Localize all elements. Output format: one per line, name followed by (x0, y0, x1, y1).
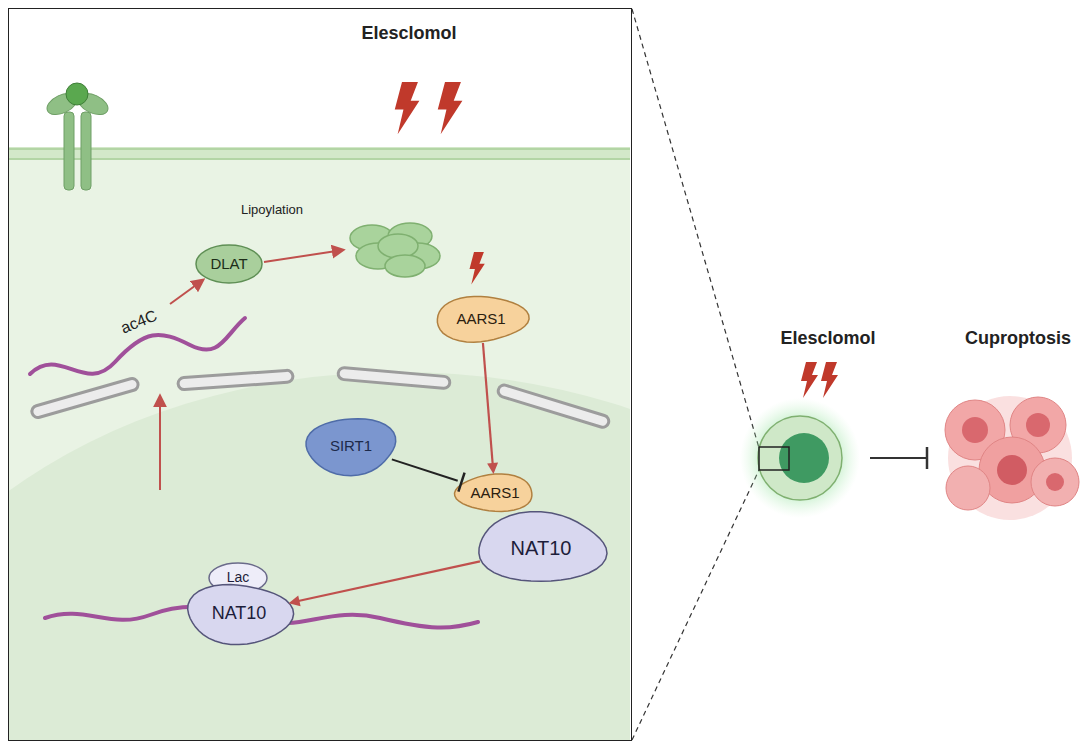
inhibition-line (870, 447, 927, 469)
panel-title: Elesclomol (361, 23, 456, 44)
protein-ellipse: DLAT (195, 244, 263, 284)
protein-blob: NAT10 (186, 583, 292, 645)
node-text: SIRT1 (330, 438, 372, 455)
outcome-label: Cuproptosis (965, 328, 1071, 349)
drug-label: Elesclomol (780, 328, 875, 349)
node-text: DLAT (210, 256, 247, 273)
drug-bolts (395, 82, 838, 398)
cell (740, 398, 860, 518)
node-text: Lac (227, 570, 250, 585)
protein-blob: AARS1 (454, 474, 536, 512)
node-text: AARS1 (470, 485, 519, 502)
dead-cells (945, 396, 1079, 520)
receptor (44, 83, 112, 190)
node-label: Lac (227, 570, 250, 585)
node-text: AARS1 (456, 311, 505, 328)
node-label: NAT10 (212, 604, 267, 624)
node-text: NAT10 (212, 604, 267, 624)
process-label: Lipoylation (241, 202, 303, 217)
protein-blob: AARS1 (435, 295, 527, 343)
cell-panel: ElesclomolDLATAARS1SIRT1AARS1NAT10LacNAT… (8, 8, 632, 741)
node-label: SIRT1 (330, 438, 372, 455)
protein-blob: SIRT1 (305, 417, 397, 475)
modification-label: ac4C (118, 307, 159, 338)
protein-blob: NAT10 (475, 513, 607, 583)
node-label: NAT10 (511, 537, 572, 559)
arrow-connector (483, 343, 498, 474)
arrow-connector (289, 561, 480, 606)
node-label: AARS1 (456, 311, 505, 328)
node-text: NAT10 (511, 537, 572, 559)
inhibition-connector (392, 459, 465, 491)
zoom-callout (632, 9, 759, 740)
cell-interior (9, 147, 630, 740)
nuclear-envelope (30, 367, 610, 429)
node-label: AARS1 (470, 485, 519, 502)
node-label: DLAT (210, 256, 247, 273)
lipoylated-oligomer (350, 223, 440, 277)
